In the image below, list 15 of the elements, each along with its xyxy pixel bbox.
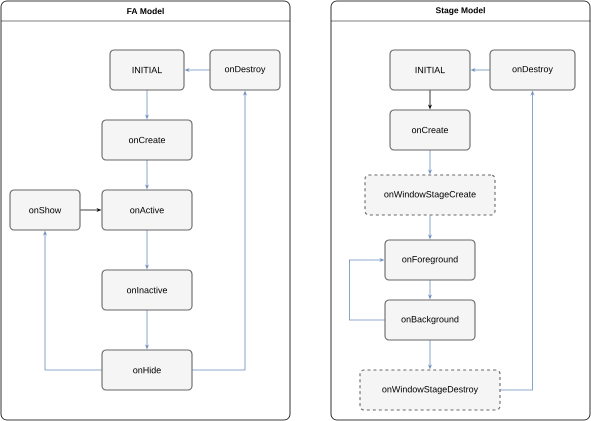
state-box: onActive — [101, 189, 193, 231]
state-box: onCreate — [389, 109, 471, 151]
state-box: onWindowStageCreate — [364, 174, 496, 216]
state-box: onCreate — [101, 119, 193, 161]
edge-arrow — [349, 258, 385, 320]
state-box: onDestroy — [209, 49, 281, 91]
state-box: onWindowStageDestroy — [359, 369, 501, 411]
state-box: onInactive — [101, 269, 193, 311]
state-box: INITIAL — [109, 49, 185, 91]
state-box: onBackground — [384, 299, 476, 341]
state-box: onShow — [9, 189, 81, 231]
state-box: onHide — [101, 349, 193, 391]
state-box: onDestroy — [489, 49, 576, 91]
state-box: INITIAL — [389, 49, 471, 91]
state-box: onForeground — [384, 239, 476, 281]
